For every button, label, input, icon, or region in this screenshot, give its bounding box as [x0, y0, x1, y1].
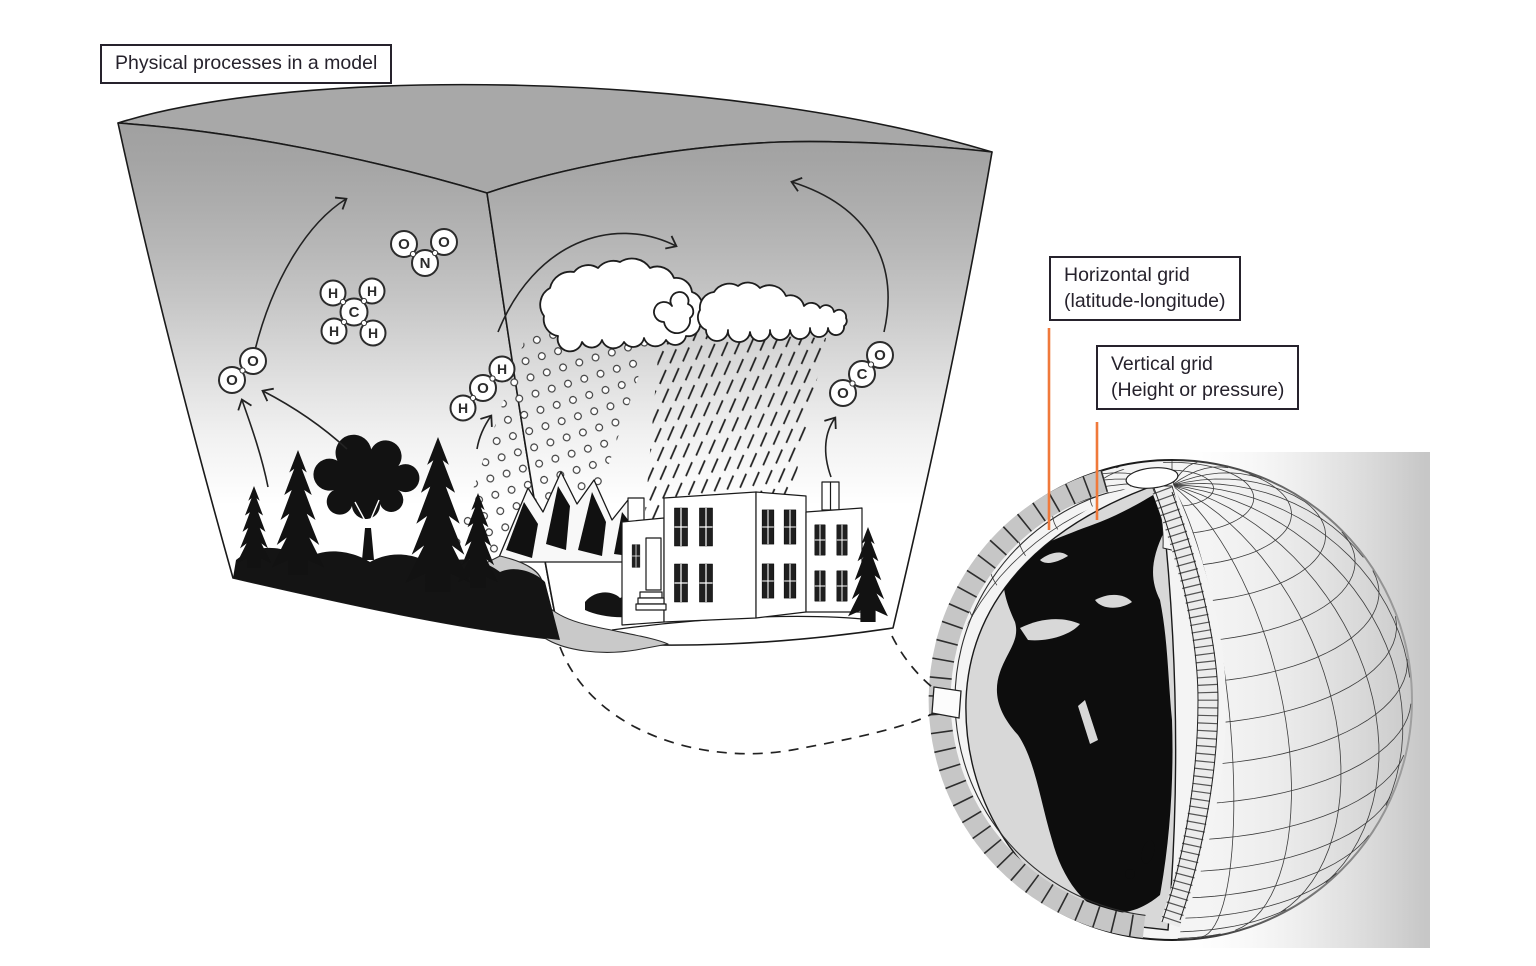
callout-leaders: [1047, 328, 1099, 530]
molecule-water-vapour: H O H: [449, 355, 516, 422]
atom-circle: [488, 355, 516, 383]
building-window: [631, 544, 641, 568]
title-text: Physical processes in a model: [115, 52, 378, 74]
atom-circle: [469, 374, 497, 402]
circulation-arrow-cloud: [497, 232, 678, 333]
atom-label: O: [438, 234, 450, 251]
building-window: [698, 563, 714, 603]
evaporation-arrow: [476, 414, 493, 450]
bond-dot: [340, 318, 348, 326]
emission-arrow-trees-1: [237, 398, 269, 488]
atom-label: O: [247, 353, 259, 370]
atom-circle: [339, 297, 369, 327]
atom-circle: [359, 319, 387, 347]
molecule-nitrous-oxide: O O N: [390, 228, 458, 277]
bond-dot: [239, 367, 246, 374]
atom-circle: [390, 230, 418, 258]
circulation-arrow-right: [790, 177, 889, 333]
bond-dot: [867, 361, 875, 368]
molecule-carbon-dioxide: O C O: [829, 341, 894, 407]
atom-label: O: [226, 372, 238, 389]
building-window: [814, 524, 826, 556]
clouds: [539, 257, 848, 353]
building-window: [836, 570, 848, 602]
atom-circle: [848, 360, 876, 388]
atom-label: H: [368, 325, 378, 341]
callout-vertical-grid-line1: Vertical grid: [1111, 353, 1213, 375]
molecule-methane: H H C H H: [319, 277, 387, 347]
emission-arrow-chimney: [824, 416, 837, 478]
building-window: [698, 507, 714, 547]
circulation-arrow-left: [254, 196, 348, 351]
bond-dot: [409, 250, 417, 258]
process-arrows: [237, 177, 889, 488]
atom-label: H: [367, 283, 377, 299]
building-window: [673, 563, 689, 603]
atmosphere-shell-band: [928, 470, 1146, 938]
steps: [635, 591, 667, 611]
bond-dot: [849, 380, 856, 387]
pole-opening: [1125, 467, 1179, 489]
atom-circle: [829, 379, 857, 407]
atom-label: O: [837, 385, 849, 402]
building-window: [836, 524, 848, 556]
cell-leaders: [559, 635, 945, 755]
bond-dot: [360, 297, 368, 305]
cloud-small: [653, 291, 695, 335]
callout-horizontal-grid: Horizontal grid (latitude-longitude): [1049, 256, 1241, 322]
atom-circle: [866, 341, 894, 369]
bond-dot: [339, 298, 347, 306]
globe: [928, 452, 1430, 948]
building-window: [761, 563, 775, 599]
atom-label: H: [497, 361, 507, 377]
atom-circle: [358, 277, 386, 305]
door: [645, 537, 662, 591]
atom-label: O: [874, 347, 886, 364]
atom-circle: [218, 366, 246, 394]
model-box: O O O O N H H C H H: [117, 83, 993, 653]
atom-label: O: [477, 380, 489, 397]
snow-shower: [452, 330, 652, 562]
atom-circle: [430, 228, 458, 256]
atom-label: C: [857, 366, 868, 383]
dashed-leader-lower: [559, 646, 943, 755]
atom-circle: [239, 347, 267, 375]
atom-label: N: [420, 255, 431, 272]
bond-dot: [469, 394, 477, 402]
atom-circle: [449, 394, 477, 422]
bond-dot: [431, 249, 439, 257]
molecule-oxygen: O O: [218, 347, 267, 394]
continents: [996, 492, 1173, 913]
atom-circle: [319, 279, 347, 307]
bond-dot: [360, 319, 368, 327]
atom-circle: [320, 317, 348, 345]
callout-vertical-grid: Vertical grid (Height or pressure): [1096, 345, 1300, 411]
atom-circle: [411, 249, 439, 277]
building-window: [761, 509, 775, 545]
building-window: [814, 570, 826, 602]
atom-label: H: [328, 285, 338, 301]
building-window: [673, 507, 689, 547]
cloud-right: [697, 281, 848, 343]
atom-label: O: [398, 236, 410, 253]
vertical-layers-band: [1152, 486, 1219, 928]
atom-label: H: [329, 323, 339, 339]
atom-label: C: [349, 304, 360, 321]
bond-dot: [489, 375, 496, 382]
building-window: [783, 563, 797, 599]
callout-horizontal-grid-line1: Horizontal grid: [1064, 264, 1190, 286]
globe-cross-section-map: [965, 486, 1177, 931]
title-box: Physical processes in a model: [100, 44, 393, 84]
highlighted-grid-cell: [931, 686, 962, 719]
molecules: O O O O N H H C H H: [218, 228, 894, 422]
emission-arrow-trees-2: [261, 387, 348, 450]
buildings: [611, 481, 873, 631]
atom-label: H: [458, 400, 468, 416]
callout-horizontal-grid-line2: (latitude-longitude): [1064, 289, 1226, 312]
callout-vertical-grid-line2: (Height or pressure): [1111, 378, 1285, 401]
building-window: [783, 509, 797, 545]
